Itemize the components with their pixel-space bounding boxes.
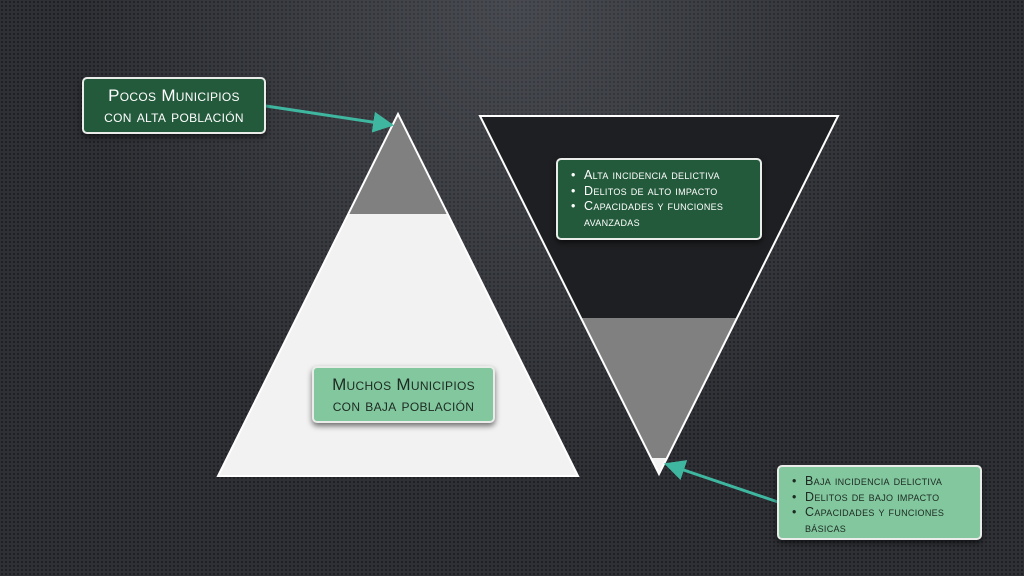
list-item: Alta incidencia delictiva bbox=[571, 168, 752, 184]
bottom-label-box: Muchos Municipios con baja población bbox=[312, 366, 495, 423]
funnel-tip bbox=[650, 458, 668, 475]
low-incidence-list: Baja incidencia delictiva Delitos de baj… bbox=[789, 474, 972, 537]
top-label-line1: Pocos Municipios bbox=[108, 86, 240, 105]
low-incidence-box: Baja incidencia delictiva Delitos de baj… bbox=[777, 465, 982, 540]
list-item: Capacidades y funciones básicas bbox=[792, 505, 972, 536]
high-incidence-list: Alta incidencia delictiva Delitos de alt… bbox=[568, 168, 752, 231]
list-item: Baja incidencia delictiva bbox=[792, 474, 972, 490]
top-label-line2: con alta población bbox=[104, 107, 244, 127]
funnel-outline bbox=[478, 115, 840, 477]
bottom-label-line1: Muchos Municipios bbox=[332, 375, 475, 394]
arrow-to-pyramid-apex bbox=[265, 104, 395, 133]
arrow-to-funnel-tip bbox=[664, 460, 779, 504]
high-incidence-box: Alta incidencia delictiva Delitos de alt… bbox=[556, 158, 762, 240]
list-item: Capacidades y funciones avanzadas bbox=[571, 199, 752, 230]
pyramid-outline bbox=[216, 111, 580, 477]
top-label-box: Pocos Municipios con alta población bbox=[82, 77, 266, 134]
list-item: Delitos de bajo impacto bbox=[792, 490, 972, 506]
bottom-label-line2: con baja población bbox=[332, 396, 475, 416]
list-item: Delitos de alto impacto bbox=[571, 184, 752, 200]
funnel-lower-segment bbox=[580, 318, 738, 474]
pyramid-top-segment bbox=[349, 114, 447, 214]
